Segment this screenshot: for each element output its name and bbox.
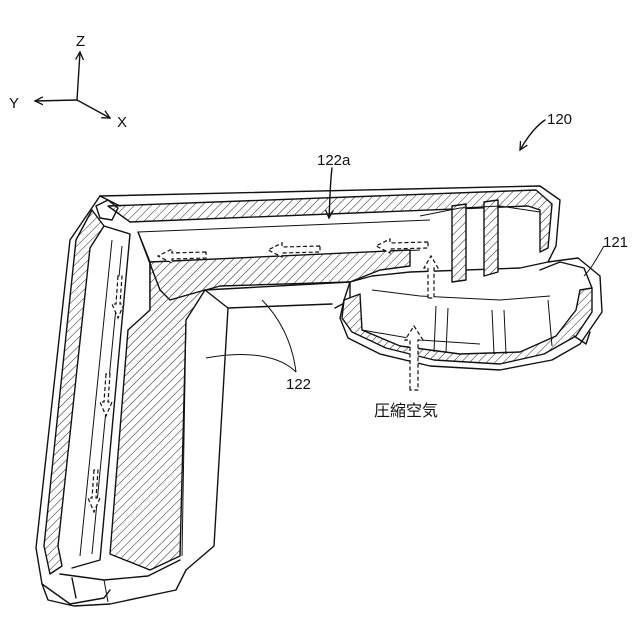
axis-triad: Z Y X <box>9 33 127 131</box>
axis-y-label: Y <box>9 95 19 112</box>
fitting-121 <box>340 200 602 370</box>
axis-z-label: Z <box>76 33 85 50</box>
axis-x-label: X <box>117 114 127 131</box>
compressed-air-label: 圧縮空気 <box>374 401 438 420</box>
ref-121-label: 121 <box>603 234 628 251</box>
ref-122-label: 122 <box>286 376 311 393</box>
ref-120-label: 120 <box>547 111 572 128</box>
ref-122a-label: 122a <box>317 152 351 169</box>
